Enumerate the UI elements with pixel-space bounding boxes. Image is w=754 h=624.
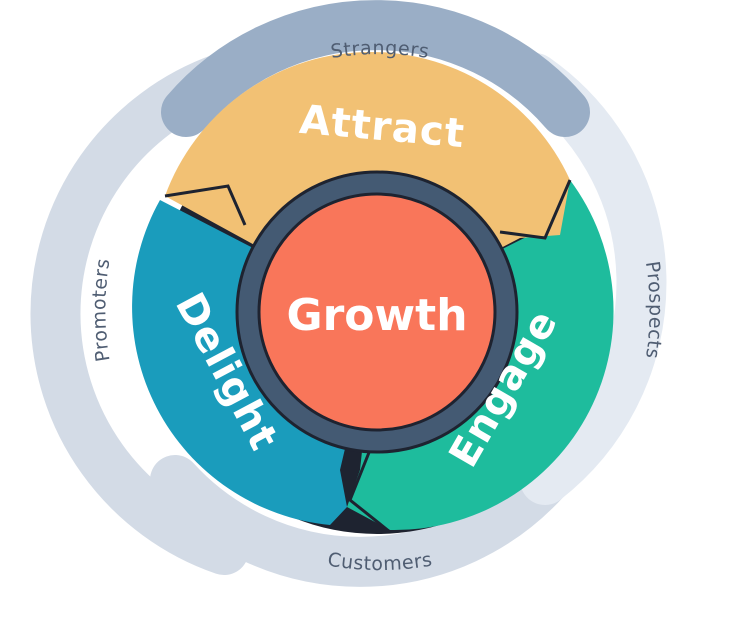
attract-engage-divider <box>499 179 572 240</box>
outer-ring <box>30 0 667 587</box>
outer-ring-segment-customers <box>150 455 570 587</box>
engage-delight-divider <box>348 449 391 534</box>
prospects-label-wrap: Prospects <box>641 260 667 361</box>
growth-label: Growth <box>286 290 467 341</box>
promoters-label-wrap: Promoters <box>88 257 114 363</box>
strangers-label-wrap: Strangers <box>329 37 431 63</box>
strangers-label: Strangers <box>329 37 430 63</box>
outer-ring-segment-promoters <box>30 53 249 575</box>
outer-ring-segment-strangers <box>161 0 590 137</box>
promoters-label: Promoters <box>88 257 114 363</box>
growth-circle <box>257 192 497 432</box>
attract-delight-divider <box>164 184 247 226</box>
prospects-label: Prospects <box>641 260 666 361</box>
